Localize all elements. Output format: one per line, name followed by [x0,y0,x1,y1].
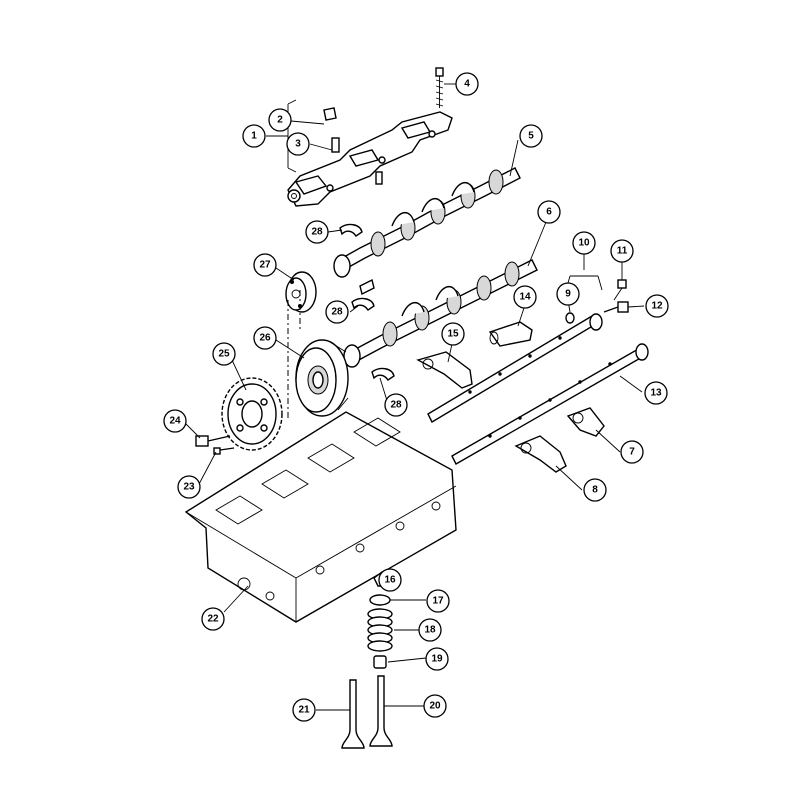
callout-label: 13 [650,388,662,399]
shaft-end-plug [589,313,603,331]
callout-label: 7 [629,447,635,458]
centerline [287,290,301,420]
cap-bolt [435,67,444,108]
callout-label: 28 [390,400,402,411]
callout-label: 5 [528,131,534,142]
rocker-arm-8 [514,435,567,473]
shaft-bolt-side [603,301,629,313]
camshaft-upper [333,167,521,278]
callout-27: 27 [253,253,277,277]
valve-spring [367,608,393,652]
callout-23: 23 [177,475,201,499]
callout-label: 11 [617,246,628,257]
gear-pin [213,447,235,455]
callout-18: 18 [418,618,442,642]
callout-9: 9 [556,282,580,306]
callout-28-upper: 28 [305,220,329,244]
callout-11: 11 [610,239,634,263]
shaft-bolt-top [613,279,627,301]
half-bearing-lower [371,367,395,381]
callout-19: 19 [425,647,449,671]
callout-label: 15 [447,329,459,340]
callout-7: 7 [620,440,644,464]
spring-retainer [369,594,391,606]
callout-label: 2 [277,115,283,126]
callout-10: 10 [572,231,596,255]
callout-label: 24 [169,416,181,427]
callout-label: 21 [298,705,310,716]
callout-label: 10 [578,238,590,249]
callout-label: 8 [592,485,598,496]
callout-label: 22 [207,614,219,625]
valve-21 [341,679,365,749]
half-bearing-upper [339,223,363,237]
leader-lines [185,83,645,711]
camshaft-gear [221,377,283,451]
callout-4: 4 [455,72,479,96]
callout-15: 15 [441,322,465,346]
callout-28-middle: 28 [325,300,349,324]
callout-label: 14 [519,292,531,303]
cylinder-head [184,411,457,623]
callout-12: 12 [645,294,669,318]
callout-16: 16 [378,568,402,592]
callout-label: 25 [218,349,230,360]
callout-label: 19 [431,654,443,665]
callout-14: 14 [513,285,537,309]
callout-24: 24 [163,409,187,433]
callout-label: 1 [251,131,257,142]
callout-22: 22 [201,607,225,631]
valve-20 [369,675,393,747]
callout-label: 23 [183,482,195,493]
callout-label: 28 [331,307,343,318]
callout-1: 1 [242,124,266,148]
callout-label: 27 [259,260,271,271]
callout-21: 21 [292,698,316,722]
rocker-shaft-rear [451,343,649,465]
callout-20: 20 [423,694,447,718]
callout-5: 5 [519,124,543,148]
callout-label: 12 [651,301,663,312]
valve-stem-seal [373,655,387,669]
callout-label: 17 [432,596,444,607]
bearing-cap-bridge [287,107,453,207]
callout-label: 9 [565,289,571,300]
callout-2: 2 [268,108,292,132]
callout-label: 16 [384,575,396,586]
callout-label: 3 [295,139,301,150]
camshaft-lower [343,259,538,368]
callout-label: 28 [311,227,323,238]
callout-26: 26 [253,326,277,350]
callout-25: 25 [212,342,236,366]
gear-bolt [195,435,231,447]
washer [565,312,575,324]
callout-label: 4 [464,79,470,90]
callout-label: 26 [259,333,271,344]
callout-label: 6 [546,207,552,218]
callout-3: 3 [286,132,310,156]
half-bearing-small [359,278,375,296]
half-bearing-middle [351,297,375,311]
rocker-arm-15 [416,351,473,389]
camshaft-hub [285,271,317,313]
callout-8: 8 [583,478,607,502]
callout-28-lower: 28 [384,393,408,417]
callout-6: 6 [537,200,561,224]
rocker-arm-7 [566,407,605,437]
callout-17: 17 [426,589,450,613]
rocker-arm-14 [488,321,533,347]
callout-label: 20 [429,701,441,712]
callout-13: 13 [644,381,668,405]
timing-pulley [295,339,349,417]
callout-label: 18 [424,625,436,636]
